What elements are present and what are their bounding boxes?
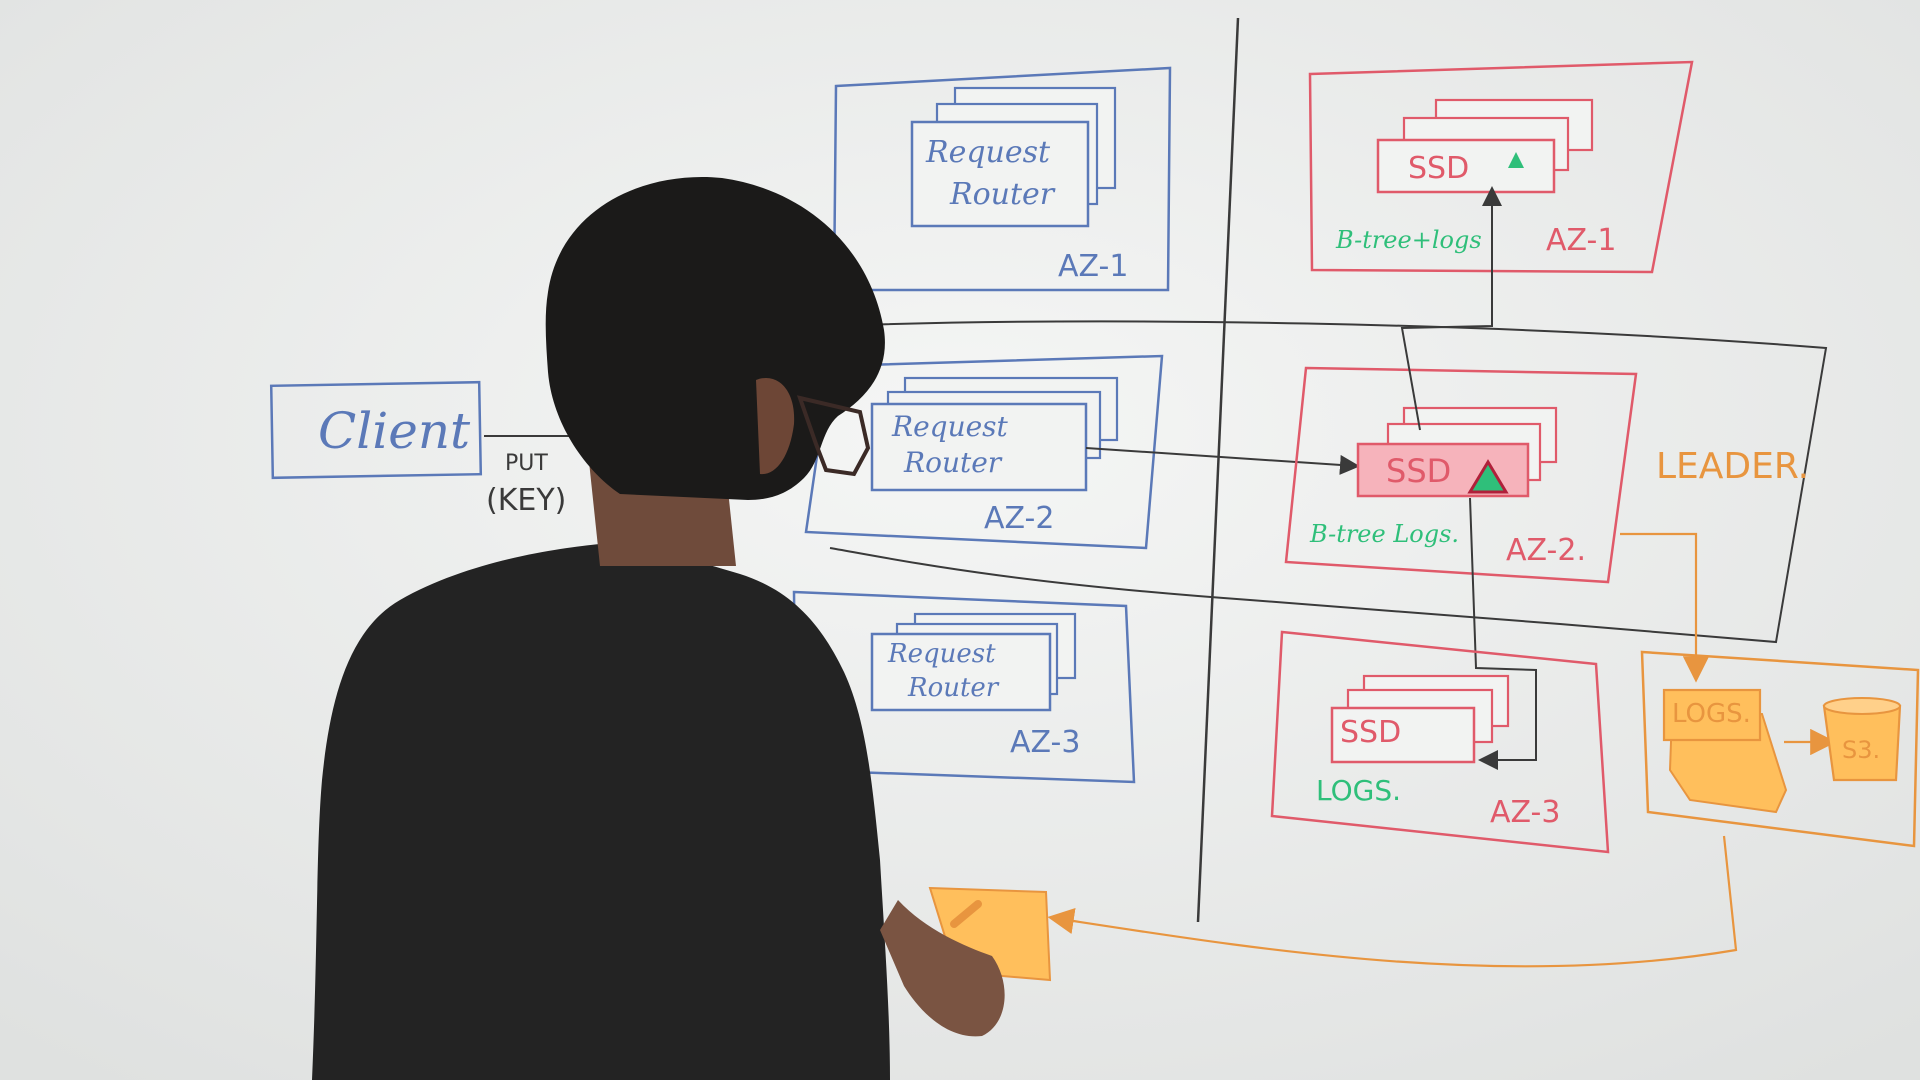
replicate-to-az3-arrow — [1469, 497, 1537, 770]
leader-loop — [829, 320, 1828, 644]
s3-bucket-icon — [1822, 697, 1902, 782]
storage-az2-zone: AZ-2. — [1506, 533, 1586, 568]
presenter-arm — [880, 900, 1005, 1037]
replicate-to-az1-arrow — [1400, 186, 1502, 431]
router-az2-group: Request Router AZ-2 — [804, 354, 1164, 550]
router-az2-line2: Router — [903, 446, 1003, 479]
backup-group: LOGS. S3. — [1640, 650, 1920, 848]
storage-az1-zone: AZ-1 — [1546, 223, 1616, 258]
router-az2-zone: AZ-2 — [984, 501, 1054, 536]
router-az3-line1: Request — [887, 639, 996, 669]
ssd-az2-leader-marker — [1467, 459, 1509, 494]
router-az1-line2: Router — [949, 177, 1056, 212]
router-az2-to-ssd-arrow — [1085, 447, 1360, 475]
presenter-shirt — [312, 544, 890, 1080]
storage-az3-group: SSD LOGS. AZ-3 — [1270, 630, 1610, 854]
marker-icon — [950, 900, 982, 928]
router-az3-zone: AZ-3 — [1010, 725, 1080, 760]
ssd-az3-label: SSD — [1340, 715, 1401, 750]
presenter-hair — [545, 176, 885, 500]
storage-az1-group: SSD B-tree+logs AZ-1 — [1308, 60, 1694, 274]
presenter-ear — [756, 377, 795, 475]
put-label: PUT — [505, 451, 548, 476]
ssd-az2-label: SSD — [1386, 452, 1451, 490]
storage-az3-zone: AZ-3 — [1490, 795, 1560, 830]
leader-label: LEADER. — [1656, 446, 1809, 487]
storage-az2-group: SSD B-tree Logs. AZ-2. — [1284, 366, 1638, 584]
presenter — [312, 176, 1005, 1080]
store-az1-label: B-tree+logs — [1335, 226, 1482, 254]
store-az3-label: LOGS. — [1316, 774, 1401, 807]
glasses-icon — [796, 395, 871, 477]
leader-to-logs-arrow — [1620, 532, 1710, 683]
ssd-az1-label: SSD — [1408, 151, 1469, 186]
backup-return-arrow — [1047, 835, 1738, 968]
router-az1-zone: AZ-1 — [1058, 249, 1128, 284]
divider-line — [1196, 17, 1240, 923]
store-az2-label: B-tree Logs. — [1309, 520, 1459, 548]
logs-label: LOGS. — [1672, 699, 1751, 729]
router-az3-group: Request Router AZ-3 — [792, 590, 1136, 784]
router-az2-line1: Request — [891, 410, 1009, 443]
router-az1-group: Request Router AZ-1 — [832, 66, 1172, 292]
s3-label: S3. — [1842, 736, 1880, 764]
router-az1-line1: Request — [925, 135, 1051, 170]
client-box: Client — [269, 380, 483, 480]
key-label: (KEY) — [486, 483, 566, 518]
client-label: Client — [318, 402, 471, 460]
ssd-az1-leader-marker — [1508, 152, 1524, 168]
router-az3-line2: Router — [907, 673, 1000, 703]
